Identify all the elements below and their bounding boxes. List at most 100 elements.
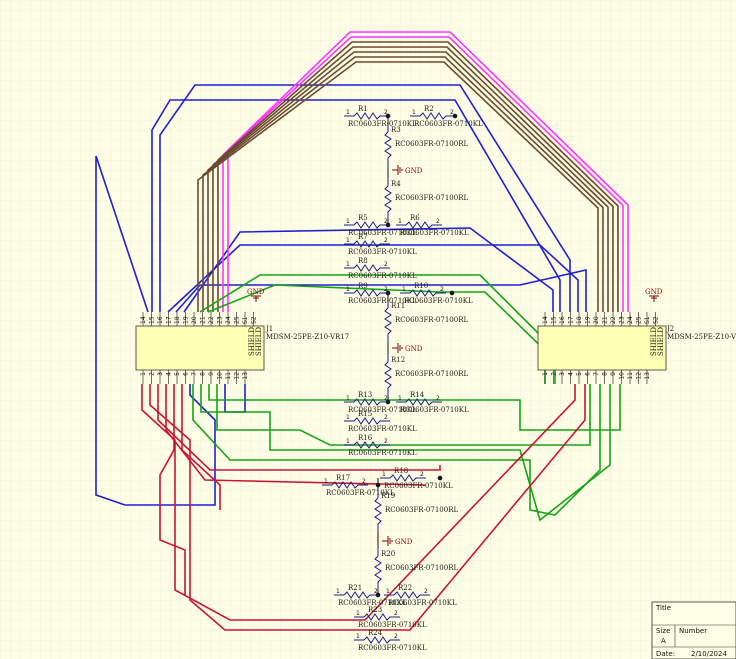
- pin-number: 2: [362, 478, 366, 485]
- j2-pin-21: 21: [602, 316, 609, 324]
- red-nets: [141, 384, 586, 631]
- j2-pin-20: 20: [593, 316, 600, 324]
- j1-pin-17: 17: [166, 316, 173, 324]
- j1-pin-6: 6: [183, 372, 190, 376]
- j2-pin-18: 18: [576, 316, 583, 324]
- resistor-value: RC0603FR-0710KL: [358, 644, 427, 652]
- j2-pin-1: 1: [542, 372, 549, 376]
- gnd-symbol: GND: [247, 288, 265, 302]
- red-net-d: [165, 384, 426, 486]
- pin-number: 2: [374, 588, 378, 595]
- resistor-value: RC0603FR-0710KL: [348, 297, 417, 305]
- red-net-c: [157, 384, 441, 471]
- j1-pin-24: 24: [225, 316, 232, 324]
- outer-net-1: [222, 36, 624, 312]
- j2-pin-3: 3: [559, 372, 566, 376]
- pin-number: 1: [386, 588, 390, 595]
- gnd-symbol: GND: [392, 343, 423, 353]
- j2-pin-S1: S1: [644, 316, 651, 324]
- j2-pin-9: 9: [610, 372, 617, 376]
- j1-pin-5: 5: [174, 372, 181, 376]
- red-net-f: [181, 384, 221, 510]
- connector-j2-shield-label-2: SHIELD: [657, 327, 665, 356]
- gnd-symbol: GND: [392, 165, 423, 175]
- resistor-ref: R14: [410, 391, 425, 399]
- pin-number: 1: [346, 237, 350, 244]
- resistor-value: RC0603FR-0710KL: [348, 449, 417, 457]
- gnd-symbol: GND: [645, 288, 663, 302]
- date-value: 2/10/2024: [691, 650, 727, 658]
- junction-dot: [375, 482, 381, 488]
- pin-number: 2: [420, 471, 424, 478]
- j1-pin-4: 4: [166, 372, 173, 376]
- resistor-value: RC0603FR-0710KL: [348, 406, 417, 414]
- j2-pin-12: 12: [636, 372, 643, 380]
- j1-pin-2: 2: [149, 372, 156, 376]
- resistor-value: RC0603FR-07100RL: [385, 564, 458, 572]
- pin-number: 1: [324, 478, 328, 485]
- resistor-ref: R4: [391, 180, 401, 188]
- pin-number: 1: [382, 471, 386, 478]
- green-net-d: [200, 384, 611, 522]
- gnd-symbol: GND: [382, 536, 413, 546]
- outer-net-0: [227, 31, 629, 312]
- resistor-ref: R7: [358, 233, 368, 241]
- j1-pin-16: 16: [157, 316, 164, 324]
- red-net-a: [141, 384, 576, 621]
- size-label: Size: [656, 627, 670, 635]
- resistor-value: RC0603FR-0710KL: [326, 489, 395, 497]
- gnd-label: GND: [405, 167, 423, 175]
- j1-pin-19: 19: [183, 316, 190, 324]
- resistor-ref: R1: [358, 105, 368, 113]
- connector-j1-ref: J1: [265, 325, 273, 333]
- pin-number: 2: [384, 414, 388, 421]
- resistor-value: RC0603FR-0710KL: [414, 120, 483, 128]
- j1-pin-15: 15: [149, 316, 156, 324]
- resistor-value: RC0603FR-0710KL: [348, 272, 417, 280]
- gnd-label: GND: [405, 345, 423, 353]
- outer-net-4: [207, 51, 609, 312]
- j1-pin-21: 21: [200, 316, 207, 324]
- pin-number: 1: [398, 395, 402, 402]
- pin-number: 2: [384, 218, 388, 225]
- resistor-value: RC0603FR-0710KL: [338, 599, 407, 607]
- pin-number: 2: [384, 237, 388, 244]
- resistor-value: RC0603FR-0710KL: [384, 482, 453, 490]
- j1-pin-10: 10: [217, 372, 224, 380]
- connector-j1-part: MDSM-25PE-Z10-VR17: [266, 333, 349, 341]
- pin-number: 1: [346, 218, 350, 225]
- resistor-ref: R13: [358, 391, 372, 399]
- gnd-label: GND: [645, 288, 663, 296]
- pin-number: 2: [440, 286, 444, 293]
